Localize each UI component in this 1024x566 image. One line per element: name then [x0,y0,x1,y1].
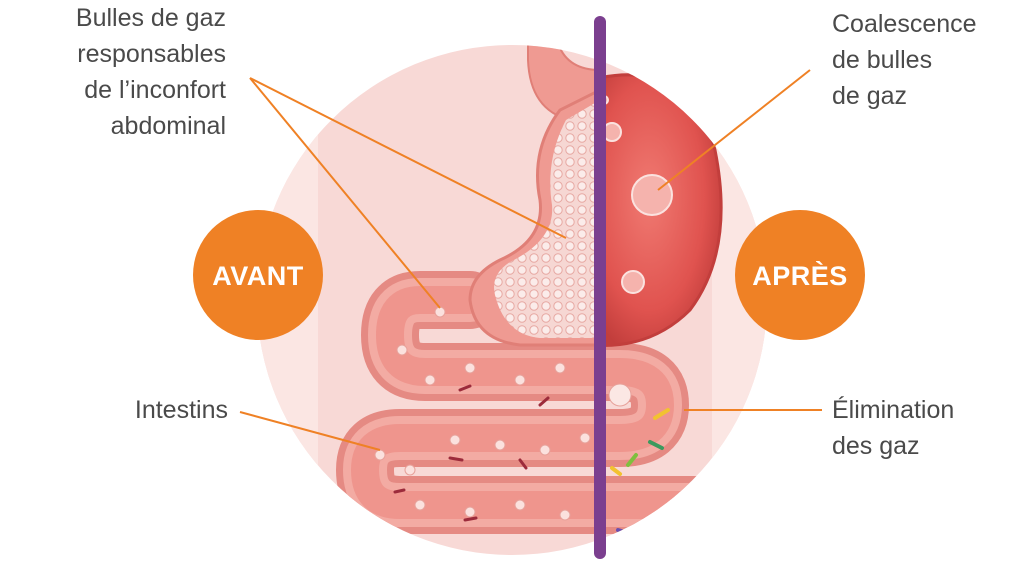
label-bubbles-line: abdominal [110,112,226,140]
label-elimination: Élimination des gaz [832,392,954,464]
badge-after: APRÈS [735,210,865,340]
label-intestines-line: Intestins [134,396,228,424]
intestine-bubbles [374,306,632,521]
label-elimination-line: des gaz [832,432,920,460]
gas-foam [494,100,600,338]
label-coalescence-line: Coalescence [832,10,977,38]
label-bubbles-line: Bulles de gaz [75,4,226,32]
label-coalescence-line: de bulles [832,46,933,74]
leader-lines [239,69,822,451]
label-elimination-line: Élimination [832,396,955,424]
label-coalescence: Coalescence de bulles de gaz [832,6,977,114]
label-bubbles: Bulles de gaz responsables de l’inconfor… [40,0,226,144]
label-intestines: Intestins [80,392,228,428]
badge-before: AVANT [193,210,323,340]
coalesced-bubbles [600,95,673,294]
label-bubbles-line: de l’inconfort [84,76,226,104]
label-bubbles-line: responsables [77,40,226,68]
badge-before-label: AVANT [212,261,304,291]
intestines [336,271,729,534]
badge-after-label: APRÈS [752,260,848,291]
label-coalescence-line: de gaz [832,82,908,110]
bacteria [393,384,550,522]
